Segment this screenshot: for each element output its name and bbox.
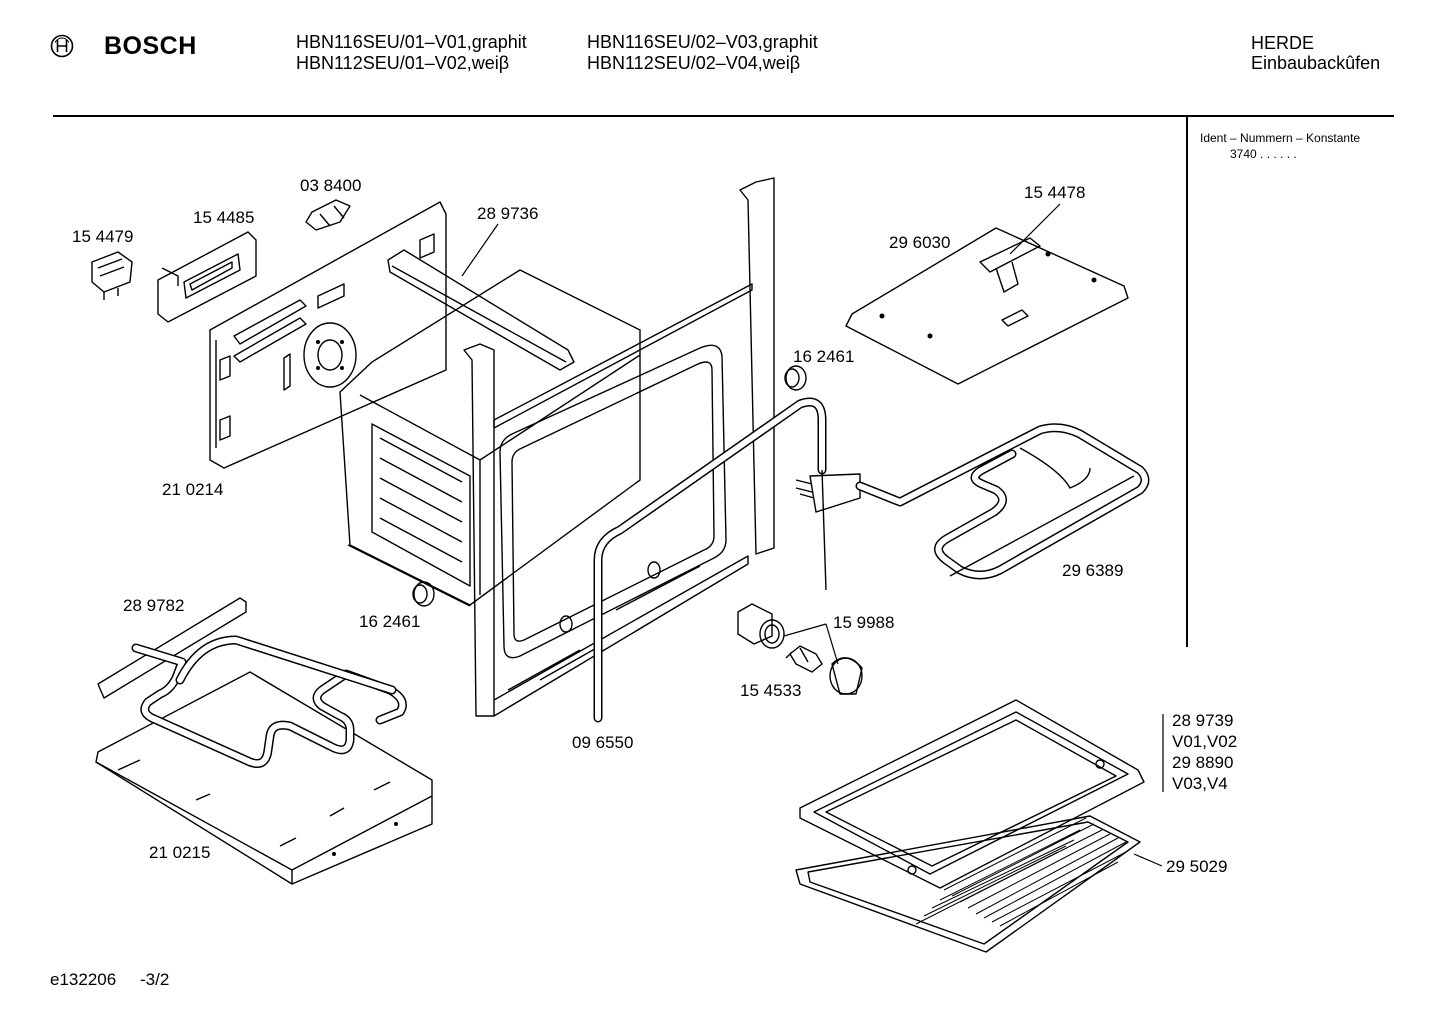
model-4: HBN112SEU/02–V04,weiβ	[587, 53, 801, 73]
grill-rack	[795, 815, 1141, 953]
page-number: -3/2	[140, 970, 170, 989]
model-1: HBN116SEU/01–V01,graphit	[296, 32, 527, 52]
front-frame	[463, 177, 775, 717]
top-heater	[795, 423, 1150, 580]
clip-part	[305, 199, 351, 231]
switch-part	[91, 251, 133, 300]
variant-label: V01,V02	[1172, 732, 1238, 751]
door-seal	[593, 397, 827, 723]
part-label: 03 8400	[300, 176, 362, 195]
bush-upper	[784, 365, 807, 391]
bosch-logo-icon	[50, 34, 74, 58]
ident-value: 3740 . . . . . .	[1230, 147, 1297, 161]
part-label: 29 6030	[889, 233, 951, 252]
part-label: 21 0215	[149, 843, 211, 862]
header-divider	[53, 115, 1394, 117]
leader-lines	[461, 203, 1164, 867]
lamp-bulb	[785, 645, 823, 673]
part-label: 15 9988	[833, 613, 895, 632]
ident-title: Ident – Nummern – Konstante	[1200, 131, 1361, 145]
part-label: 28 9782	[123, 596, 185, 615]
part-label: 15 4485	[193, 208, 255, 227]
model-3: HBN116SEU/02–V03,graphit	[587, 32, 818, 52]
part-label: 15 4478	[1024, 183, 1086, 202]
variant-label: 28 9739	[1172, 711, 1234, 730]
lamp-glass	[829, 657, 863, 695]
subcategory: Einbaubackûfen	[1251, 53, 1381, 73]
variant-label: 29 8890	[1172, 753, 1234, 772]
bracket-part	[157, 231, 257, 323]
side-divider	[1186, 117, 1188, 647]
bottom-tray	[95, 671, 433, 885]
part-label: 15 4479	[72, 227, 134, 246]
part-label: 21 0214	[162, 480, 224, 499]
variant-label: V03,V4	[1172, 774, 1228, 793]
cover-plate	[845, 227, 1129, 385]
document-id: e132206	[50, 970, 117, 989]
top-rail	[387, 249, 575, 371]
bush-lower	[412, 581, 435, 607]
part-label: 28 9736	[477, 204, 539, 223]
baking-tray	[799, 699, 1145, 889]
oven-cavity	[339, 269, 641, 607]
part-label: 29 6389	[1062, 561, 1124, 580]
model-2: HBN112SEU/01–V02,weiβ	[296, 53, 510, 73]
part-label: 16 2461	[793, 347, 855, 366]
part-label: 09 6550	[572, 733, 634, 752]
part-label: 16 2461	[359, 612, 421, 631]
part-label: 29 5029	[1166, 857, 1228, 876]
lamp-holder	[737, 603, 785, 649]
brand-name: BOSCH	[104, 32, 197, 60]
bottom-heater	[97, 597, 407, 768]
part-label: 15 4533	[740, 681, 802, 700]
back-panel	[209, 201, 447, 469]
category: HERDE	[1251, 33, 1315, 53]
